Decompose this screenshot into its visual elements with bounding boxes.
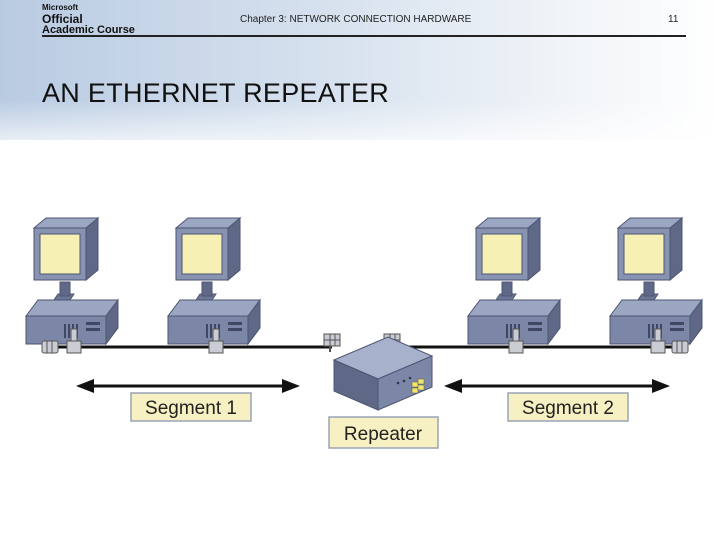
segment-2-label: Segment 2 (522, 398, 614, 419)
microsoft-logo: Microsoft Official Academic Course (42, 4, 135, 36)
segment-1-label-box (130, 392, 252, 422)
repeater-label-box (328, 416, 439, 449)
logo-brand: Microsoft (42, 3, 78, 12)
status-led-2 (417, 378, 425, 385)
segment-2-arrow (444, 379, 670, 393)
repeater-label: Repeater (344, 424, 423, 445)
computer-4 (609, 217, 703, 345)
segment-2-label-box (507, 392, 629, 422)
segment-1-label: Segment 1 (145, 398, 237, 419)
computer-2 (167, 217, 261, 345)
computer-3 (467, 217, 561, 345)
terminator-left (41, 340, 59, 354)
slide-title: AN ETHERNET REPEATER (42, 78, 390, 108)
logo-line2: Academic Course (42, 24, 135, 36)
logo-line1: Official (42, 12, 83, 26)
computer-1 (25, 217, 119, 345)
header-rule (42, 35, 686, 37)
header-background-fade (0, 100, 720, 160)
status-led-1 (411, 381, 419, 388)
terminator-right (671, 340, 689, 354)
repeater-device (332, 336, 434, 411)
segment-1-arrow (76, 379, 300, 393)
chapter-heading: Chapter 3: NETWORK CONNECTION HARDWARE (240, 14, 472, 25)
page-number: 11 (668, 14, 679, 25)
